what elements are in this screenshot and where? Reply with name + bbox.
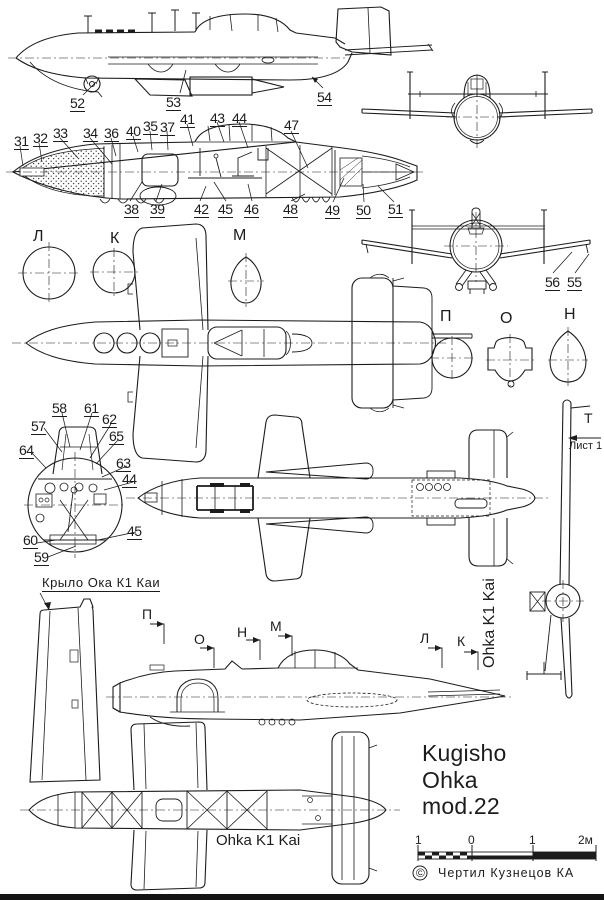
callout-55: 55 <box>567 274 582 291</box>
callout-54: 54 <box>317 89 332 106</box>
callout-60: 60 <box>23 532 38 549</box>
k1kai-plan-view <box>20 721 400 891</box>
section-letter-p: П <box>440 308 452 325</box>
k1kai-mark-p: П <box>142 606 153 622</box>
callout-59: 59 <box>34 549 49 566</box>
k1kai-mark-l: Л <box>420 630 430 646</box>
callout-33: 33 <box>53 125 68 142</box>
scan-edge-strip <box>0 894 604 900</box>
callout-64: 64 <box>19 442 34 459</box>
scale-tick-2m: 2м <box>578 833 593 847</box>
scale-bar <box>412 845 597 881</box>
section-letter-n: Н <box>564 306 576 323</box>
callout-50: 50 <box>356 202 371 219</box>
k1kai-front-view <box>526 399 591 699</box>
callout-58: 58 <box>52 400 67 417</box>
callout-37: 37 <box>160 119 175 136</box>
callout-46: 46 <box>244 201 259 218</box>
callout-36: 36 <box>104 125 119 142</box>
callout-43: 43 <box>210 110 225 127</box>
callout-47: 47 <box>284 117 299 134</box>
credit-text: Чертил Кузнецов КА <box>438 866 575 880</box>
title-line-1: Kugisho <box>422 740 507 766</box>
t-mark: Т <box>584 410 593 426</box>
callout-65: 65 <box>109 428 124 445</box>
bottom-plan-view <box>126 414 548 582</box>
section-views-pon <box>430 327 588 388</box>
callout-45b: 45 <box>127 523 142 540</box>
callout-56: 56 <box>545 274 560 291</box>
callout-49: 49 <box>325 202 340 219</box>
section-letter-m: М <box>233 227 247 244</box>
scale-tick-1b: 1 <box>529 833 536 847</box>
callout-44: 44 <box>232 110 247 127</box>
callout-48: 48 <box>283 201 298 218</box>
section-letter-o: О <box>500 310 513 327</box>
callout-52: 52 <box>70 95 85 112</box>
wing-caption: Крыло Ока К1 Каи <box>42 575 161 592</box>
scale-tick-0: 0 <box>468 833 475 847</box>
section-letter-k: К <box>110 230 120 247</box>
wing-panel-view <box>29 592 101 783</box>
callout-61: 61 <box>84 400 99 417</box>
title-line-3: mod.22 <box>422 793 500 819</box>
callout-40: 40 <box>126 123 141 140</box>
section-views-lkm <box>18 242 264 307</box>
k1kai-bottom-label: Ohka K1 Kai <box>216 832 301 849</box>
callout-45: 45 <box>218 201 233 218</box>
callout-39: 39 <box>150 201 165 218</box>
top-plan-view <box>12 223 448 463</box>
scale-tick-1: 1 <box>415 833 422 847</box>
callout-31: 31 <box>14 133 29 150</box>
callout-35: 35 <box>143 118 158 135</box>
rear-view-mod22 <box>361 207 591 294</box>
k1kai-mark-k: К <box>457 633 466 649</box>
title-line-2: Ohka <box>422 767 478 793</box>
callout-41: 41 <box>180 111 195 128</box>
cutaway-side-view <box>6 121 425 206</box>
callout-62: 62 <box>102 411 117 428</box>
k1kai-vertical-label: Ohka K1 Kai <box>481 578 498 668</box>
side-view-mod22 <box>8 6 434 98</box>
callout-53: 53 <box>166 94 181 111</box>
copyright-symbol: © <box>416 866 425 880</box>
k1kai-mark-m: М <box>270 618 282 634</box>
callout-42: 42 <box>194 201 209 218</box>
front-view-mod22 <box>361 71 593 148</box>
callout-34: 34 <box>83 125 98 142</box>
k1kai-mark-o: О <box>194 631 205 647</box>
callout-51: 51 <box>388 201 403 218</box>
section-letter-l: Л <box>33 228 44 245</box>
k1kai-side-view <box>106 621 512 727</box>
k1kai-mark-n: Н <box>237 624 248 640</box>
sheet-note: Лист 1 <box>569 440 603 452</box>
cockpit-section-view <box>24 412 137 558</box>
callout-38: 38 <box>124 201 139 218</box>
callout-63: 63 <box>116 455 131 472</box>
callout-32: 32 <box>33 130 48 147</box>
callout-44b: 44 <box>122 471 137 488</box>
sheet-note-arrow <box>568 435 601 441</box>
callout-57: 57 <box>31 418 46 435</box>
